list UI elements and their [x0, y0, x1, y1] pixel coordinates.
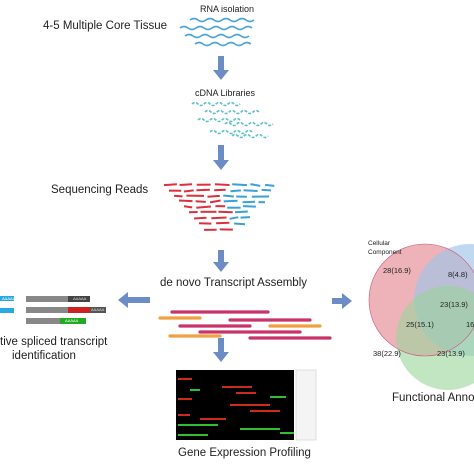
venn-title-line1: Cellular — [368, 240, 391, 247]
read-segment — [163, 183, 177, 187]
transcript-tag: AAAAA — [73, 296, 87, 301]
heatmap-cell — [270, 396, 286, 398]
venn-value-a: 28(16.9) — [383, 266, 411, 275]
heatmap-cell — [178, 378, 192, 380]
read-segment — [250, 183, 261, 187]
core-tissue-label: 4-5 Multiple Core Tissue — [43, 20, 167, 32]
read-segment — [223, 194, 234, 198]
heatmap-cell — [178, 424, 218, 426]
arrow-down-4 — [213, 338, 229, 362]
venn-diagram — [368, 243, 474, 390]
rna-strands — [179, 17, 255, 47]
read-segment — [183, 189, 194, 193]
read-segment — [183, 205, 193, 209]
cdna-strands — [191, 101, 274, 139]
splice-label-line1: tive spliced transcript — [0, 336, 108, 348]
heatmap-cell — [280, 432, 294, 434]
read-segment — [178, 199, 193, 203]
read-segment — [196, 205, 211, 209]
heatmap-cell — [178, 398, 192, 400]
arrow-down-1 — [213, 56, 229, 80]
read-segment — [240, 216, 251, 219]
transcript-tag: AAAAA — [2, 296, 16, 301]
heatmap-cell — [178, 434, 208, 436]
venn-value-e: 23(13.9) — [437, 349, 465, 358]
venn-title-line2: Component — [368, 249, 402, 256]
arrow-right — [332, 293, 352, 309]
arrow-down-3 — [213, 250, 229, 272]
heatmap-cell — [240, 428, 280, 430]
gene-expression-label: Gene Expression Profiling — [178, 447, 311, 459]
venn-value-b: 8(4.8) — [448, 270, 468, 279]
read-segment — [242, 200, 256, 204]
heatmap-cell — [178, 414, 190, 416]
spliced-transcript-graphic — [0, 296, 106, 324]
heatmap-cell — [222, 386, 252, 388]
read-segment — [179, 183, 193, 186]
assembled-transcripts — [158, 310, 332, 340]
assembly-label: de novo Transcript Assembly — [160, 277, 308, 289]
read-segment — [173, 194, 183, 198]
sequencing-reads — [163, 183, 275, 231]
venn-value-c: 25(15.1) — [406, 320, 434, 329]
read-segment — [211, 216, 227, 220]
read-segment — [234, 222, 246, 226]
read-segment — [195, 200, 206, 203]
transcript-tag: AAAAA — [65, 318, 79, 323]
read-segment — [216, 221, 230, 225]
rna-isolation-label: RNA isolation — [200, 4, 255, 14]
cdna-libraries-label: cDNA Libraries — [195, 88, 256, 98]
venn-value-center: 23(13.9) — [440, 300, 468, 309]
read-segment — [193, 216, 207, 220]
heatmap-cell — [190, 389, 200, 391]
read-segment — [218, 210, 233, 214]
flow-arrows — [118, 56, 352, 362]
venn-value-d: 16 — [466, 320, 474, 329]
read-segment — [209, 199, 221, 204]
heatmap-cell — [230, 404, 270, 406]
read-segment — [230, 189, 241, 193]
splice-label-line2: identification — [12, 350, 76, 362]
transcript-tag: AAAAA — [91, 307, 105, 312]
read-segment — [223, 199, 238, 203]
read-segment — [234, 210, 248, 214]
heatmap-cell — [236, 392, 256, 394]
arrow-down-2 — [213, 145, 229, 170]
read-segment — [243, 189, 258, 192]
arrow-left — [118, 292, 150, 308]
functional-annotation-label: Functional Annota — [392, 392, 474, 404]
read-segment — [229, 216, 239, 220]
read-segment — [242, 205, 256, 208]
sequencing-reads-label: Sequencing Reads — [51, 184, 149, 196]
venn-circle-bottom — [396, 286, 474, 390]
heatmap-cell — [250, 410, 280, 412]
read-segment — [232, 183, 247, 187]
read-segment — [207, 194, 220, 198]
read-segment — [214, 183, 230, 186]
venn-value-outside: 38(22.9) — [373, 349, 401, 358]
expression-heatmap — [176, 369, 317, 441]
read-segment — [214, 188, 226, 192]
heatmap-cell — [200, 418, 226, 420]
read-segment — [264, 183, 275, 187]
read-segment — [261, 188, 272, 192]
